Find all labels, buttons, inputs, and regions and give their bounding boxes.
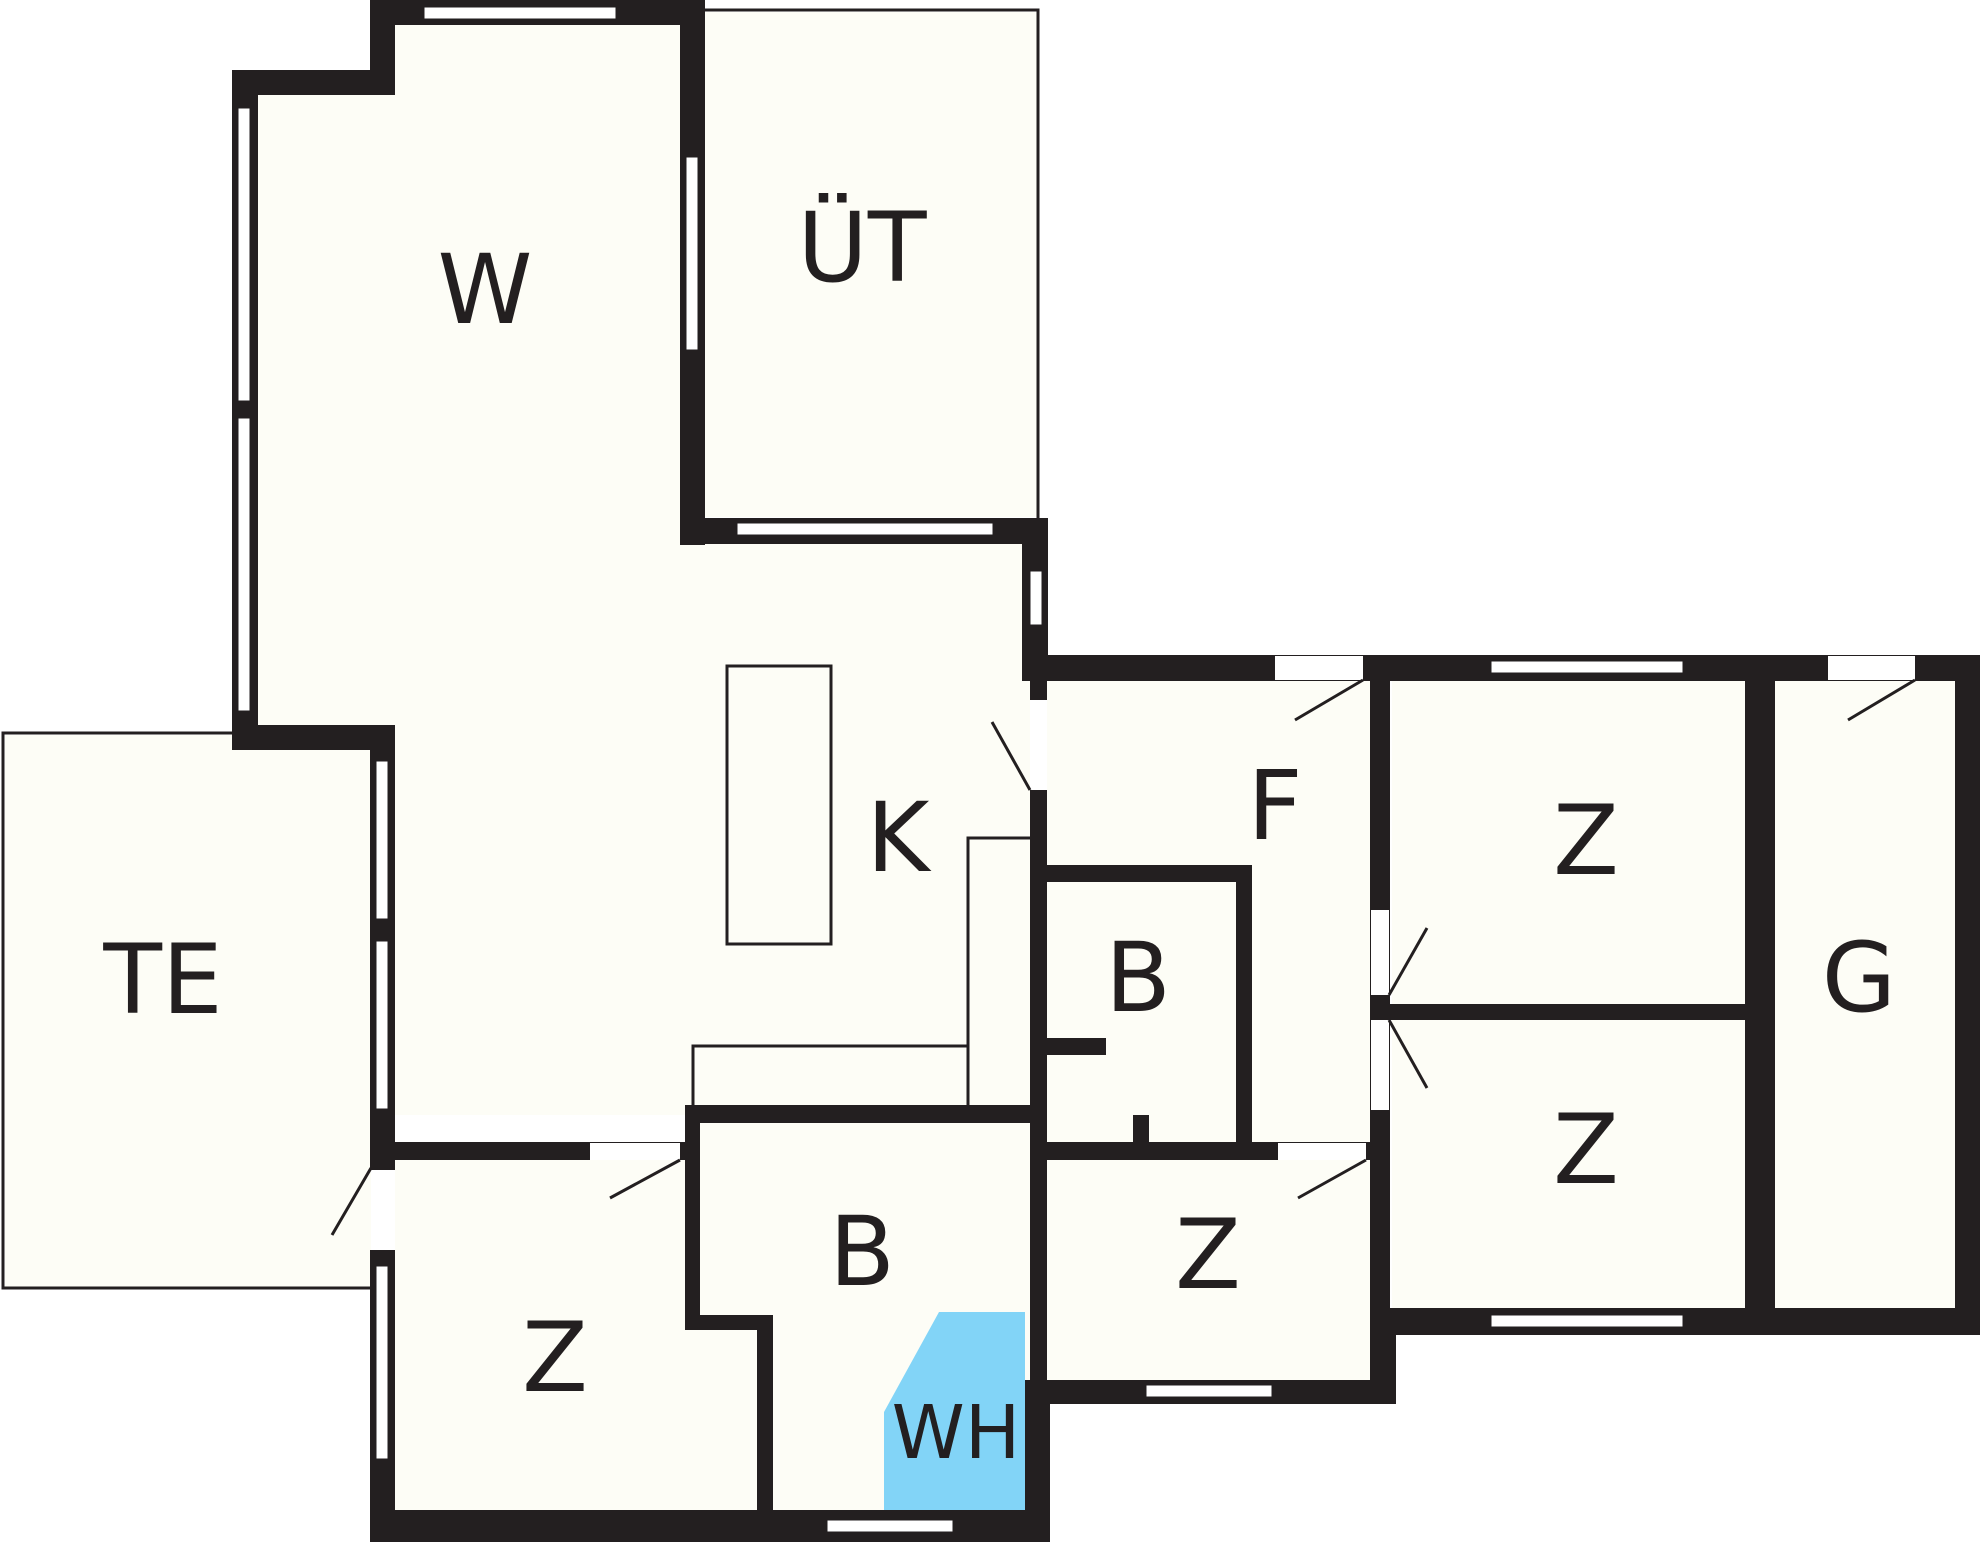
room-label-g: G <box>1822 922 1896 1034</box>
thin-walls <box>1 8 1040 1290</box>
wh-fixture <box>884 1312 1025 1510</box>
room-labels: W ÜT K TE F B B Z Z Z Z G WH <box>102 192 1896 1476</box>
floor-w-k <box>258 25 1030 1115</box>
floor-g <box>1775 680 1955 1310</box>
room-label-z-right-top: Z <box>1553 785 1619 897</box>
room-label-z-left: Z <box>522 1302 588 1414</box>
door-swings <box>330 678 1916 1236</box>
floor-z-right-bottom <box>1392 1020 1747 1310</box>
room-label-wh: WH <box>892 1390 1021 1476</box>
room-label-w: W <box>438 234 533 346</box>
room-label-b-lower: B <box>829 1196 895 1308</box>
floor-ut <box>703 12 1038 517</box>
kitchen-island <box>725 664 833 946</box>
room-label-te: TE <box>102 924 222 1036</box>
room-label-z-right-bottom: Z <box>1553 1094 1619 1206</box>
floor-te <box>5 735 375 1287</box>
floor-z-left <box>395 1160 758 1515</box>
door-openings <box>371 656 1915 1250</box>
room-label-z-mid: Z <box>1175 1199 1241 1311</box>
room-floors <box>5 12 1955 1515</box>
floor-z-right-top <box>1392 680 1747 1005</box>
floor-z-mid <box>1045 1160 1370 1385</box>
windows <box>235 4 1686 1535</box>
floor-f <box>1040 680 1375 1145</box>
room-label-f: F <box>1247 750 1302 862</box>
room-label-k: K <box>867 782 932 894</box>
room-label-ut: ÜT <box>798 192 927 304</box>
room-label-b-upper: B <box>1105 922 1171 1034</box>
